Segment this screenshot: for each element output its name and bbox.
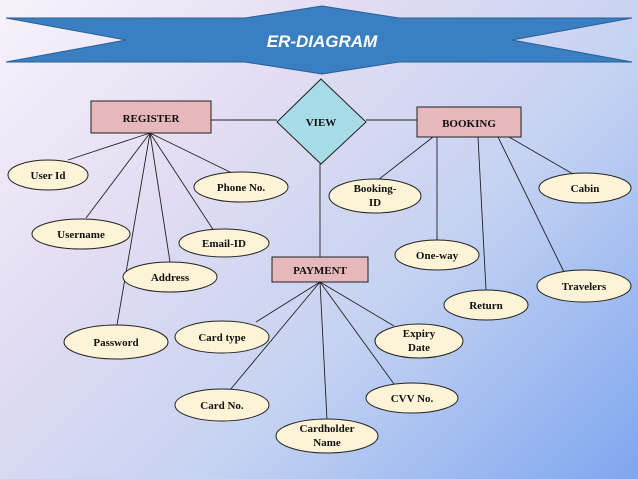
attr-phone-no-shape — [193, 171, 289, 203]
relationship-view-diamond — [276, 78, 367, 165]
attr-cardholder-name-label-line1: Cardholder — [300, 423, 355, 435]
attr-travelers-shape — [536, 269, 632, 303]
attr-return[interactable]: Return — [443, 289, 529, 321]
line-payment-cardno — [229, 281, 321, 391]
line-payment-cvv — [319, 281, 395, 385]
entity-payment-label: PAYMENT — [293, 265, 347, 277]
entity-register[interactable]: REGISTER — [90, 100, 212, 134]
attr-booking-id[interactable]: Booking- ID — [328, 178, 422, 214]
attr-address-shape — [122, 261, 218, 293]
attr-return-shape — [443, 289, 529, 321]
attr-cardholder-name-shape — [275, 418, 379, 454]
attr-card-no[interactable]: Card No. — [174, 388, 270, 422]
attr-expiry-date-label-line2: Date — [408, 342, 430, 354]
line-payment-cardholder — [319, 281, 328, 421]
attr-card-no-shape — [174, 388, 270, 422]
entity-booking[interactable]: BOOKING — [416, 106, 522, 138]
attr-email-id-shape — [178, 228, 270, 258]
attr-cardholder-name[interactable]: Cardholder Name — [275, 418, 379, 454]
attr-cabin-label: Cabin — [571, 183, 600, 195]
attr-email-id[interactable]: Email-ID — [178, 228, 270, 258]
attr-password-label: Password — [93, 337, 138, 349]
attr-expiry-date-shape — [374, 323, 464, 359]
attr-cvv-no-shape — [365, 382, 459, 414]
attr-one-way[interactable]: One-way — [394, 239, 480, 271]
relationship-view[interactable]: VIEW — [276, 78, 367, 165]
attr-user-id-shape — [7, 159, 89, 191]
attr-booking-id-label-line2: ID — [369, 197, 381, 209]
attr-card-type-shape — [174, 320, 270, 354]
entity-register-label: REGISTER — [123, 113, 181, 125]
line-register-emailid — [149, 132, 215, 232]
line-register-userid — [67, 132, 151, 161]
line-register-password — [116, 132, 151, 326]
line-booking-travelers — [497, 136, 565, 273]
attr-one-way-label: One-way — [416, 250, 459, 262]
line-booking-cabin — [508, 136, 574, 175]
line-booking-return — [477, 136, 487, 291]
attr-expiry-date-label-line1: Expiry — [403, 328, 436, 340]
line-payment-expiry — [319, 281, 395, 327]
attr-booking-id-label-line1: Booking- — [354, 183, 397, 195]
attr-username-shape — [31, 218, 131, 250]
attr-travelers[interactable]: Travelers — [536, 269, 632, 303]
line-booking-bookingid — [377, 136, 434, 181]
attr-username-label: Username — [57, 229, 105, 241]
title-banner: ER-DIAGRAM — [5, 5, 633, 75]
attr-address-label: Address — [151, 272, 190, 284]
attr-card-type-label: Card type — [198, 332, 245, 344]
attr-one-way-shape — [394, 239, 480, 271]
entity-booking-box — [416, 106, 522, 138]
banner-shape — [5, 5, 633, 75]
line-payment-cardtype — [255, 281, 321, 323]
attr-username[interactable]: Username — [31, 218, 131, 250]
attr-cardholder-name-label-line2: Name — [313, 437, 341, 449]
relationship-view-label: VIEW — [306, 117, 337, 129]
attr-card-type[interactable]: Card type — [174, 320, 270, 354]
attr-password-shape — [63, 324, 169, 360]
attr-cvv-no[interactable]: CVV No. — [365, 382, 459, 414]
attr-card-no-label: Card No. — [200, 400, 244, 412]
attr-email-id-label: Email-ID — [202, 238, 246, 250]
attr-cvv-no-label: CVV No. — [391, 393, 434, 405]
entity-booking-label: BOOKING — [442, 118, 496, 130]
entity-payment[interactable]: PAYMENT — [271, 256, 369, 283]
attr-password[interactable]: Password — [63, 324, 169, 360]
entity-payment-box — [271, 256, 369, 283]
attr-user-id[interactable]: User Id — [7, 159, 89, 191]
attr-cabin[interactable]: Cabin — [538, 172, 632, 204]
attr-user-id-label: User Id — [31, 170, 66, 182]
line-register-phoneno — [149, 132, 235, 175]
connectors — [67, 119, 574, 421]
attr-phone-no[interactable]: Phone No. — [193, 171, 289, 203]
line-register-username — [85, 132, 151, 219]
attr-expiry-date[interactable]: Expiry Date — [374, 323, 464, 359]
attr-return-label: Return — [469, 300, 503, 312]
line-register-address — [149, 132, 171, 263]
attr-address[interactable]: Address — [122, 261, 218, 293]
attr-cabin-shape — [538, 172, 632, 204]
diagram-title: ER-DIAGRAM — [267, 32, 378, 51]
attr-booking-id-shape — [328, 178, 422, 214]
attr-travelers-label: Travelers — [562, 281, 607, 293]
entity-register-box — [90, 100, 212, 134]
attr-phone-no-label: Phone No. — [217, 182, 266, 194]
